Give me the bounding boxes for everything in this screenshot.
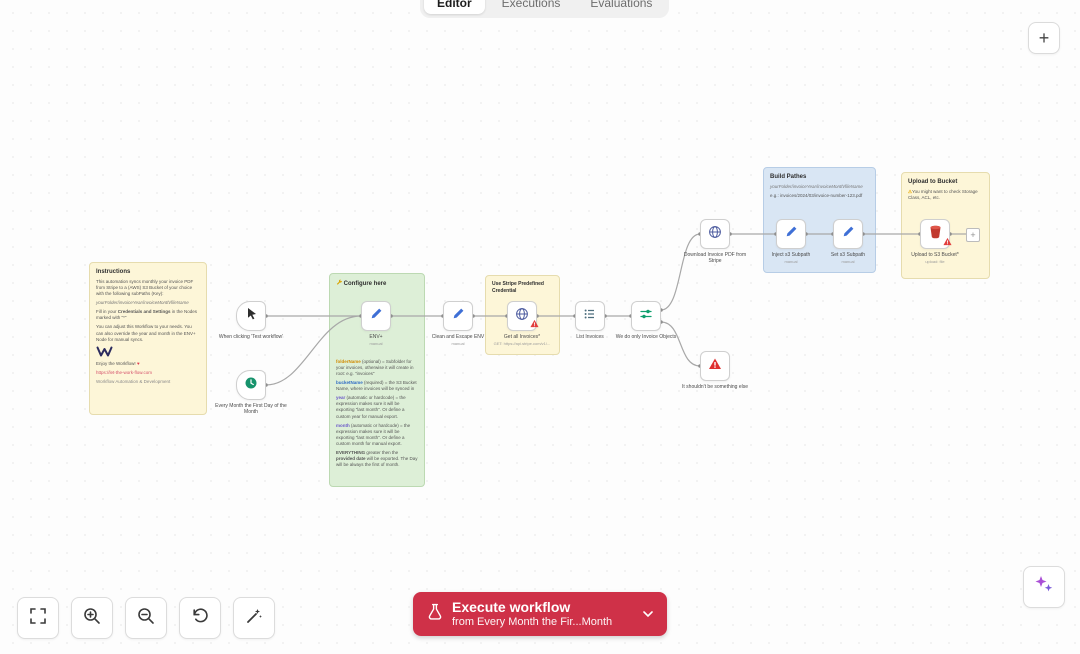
pencil-icon <box>370 307 383 325</box>
configure-notes: folderName (optional) = Subfolder for yo… <box>336 359 418 471</box>
sticky-title: Use Stripe Predefined Credential <box>492 281 544 294</box>
sticky-text: This automation syncs monthly your invoi… <box>96 279 194 297</box>
filter-icon <box>639 307 653 326</box>
warning-icon: ⚠ <box>908 189 913 195</box>
sticky-text: You can adjust this Workflow to your nee… <box>96 324 196 342</box>
execute-workflow-button[interactable]: Execute workflow from Every Month the Fi… <box>413 592 667 636</box>
sticky-text: Fill in your Credentials and Settings in… <box>96 309 198 321</box>
node-stop-and-error[interactable]: It shouldn't be something else <box>682 351 748 390</box>
sticky-text: Enjoy the Workflow! ♥ <box>96 360 140 366</box>
zoom-in-button[interactable] <box>71 597 113 639</box>
sticky-title: Instructions <box>96 269 131 275</box>
sticky-text: Workflow Automation & Development <box>96 378 171 384</box>
undo-rotate-icon <box>191 607 209 630</box>
clock-icon <box>244 376 258 395</box>
execute-subtitle: from Every Month the Fir...Month <box>452 615 613 628</box>
workflow-link[interactable]: https://let-the-work-flow.com <box>96 369 153 375</box>
ai-assistant-button[interactable] <box>1023 566 1065 608</box>
tidy-up-button[interactable] <box>233 597 275 639</box>
reset-zoom-button[interactable] <box>179 597 221 639</box>
lws-logo <box>96 346 200 359</box>
cursor-icon <box>245 307 258 325</box>
sticky-text: e.g.: invoices/2024/03/invoice-number-12… <box>770 193 863 199</box>
list-icon <box>583 307 597 326</box>
sparkles-icon <box>1033 574 1055 601</box>
path-pattern-text: yourFolder/invoiceYear/invoiceMonth/file… <box>770 184 863 190</box>
sticky-title: Configure here <box>336 279 418 288</box>
fit-view-button[interactable] <box>17 597 59 639</box>
sticky-text: year (automatic or hardcode) = the expre… <box>336 395 406 419</box>
zoom-out-icon <box>137 607 155 630</box>
node-env[interactable]: ENV+manual <box>361 301 391 346</box>
zoom-out-button[interactable] <box>125 597 167 639</box>
sticky-title: Build Pathes <box>770 174 807 180</box>
node-schedule-trigger[interactable]: Every Month the First Day of the Month <box>215 370 287 415</box>
s3-bucket-icon <box>929 225 942 244</box>
error-triangle-icon <box>708 357 722 376</box>
pencil-icon <box>452 307 465 325</box>
zoom-in-icon <box>83 607 101 630</box>
fit-view-icon <box>29 607 47 630</box>
heart-icon: ♥ <box>136 360 140 366</box>
warning-badge-icon <box>943 233 952 251</box>
add-node-button[interactable]: + <box>1028 22 1060 54</box>
sticky-text: month (automatic or hardcode) = the expr… <box>336 422 411 446</box>
sticky-text: bucketName (required) = the S3 Bucket Na… <box>336 380 417 392</box>
warning-badge-icon <box>530 315 539 333</box>
add-connected-node-button[interactable]: + <box>966 228 980 242</box>
magic-wand-icon <box>245 607 263 630</box>
pencil-icon <box>842 225 855 243</box>
wrench-icon <box>336 279 342 287</box>
tab-executions[interactable]: Executions <box>501 0 561 10</box>
pencil-icon <box>785 225 798 243</box>
view-tabs: Editor Executions Evaluations <box>420 0 670 18</box>
node-upload-s3-bucket[interactable]: Upload to S3 Bucket*upload: file <box>911 219 959 264</box>
globe-icon <box>515 307 529 326</box>
sticky-text: ⚠You might want to check Storage Class, … <box>908 189 978 201</box>
globe-icon <box>708 225 722 244</box>
sticky-title: Upload to Bucket <box>908 179 958 185</box>
node-filter-invoice-objects[interactable]: We do only Invoice Objects <box>616 301 676 340</box>
node-list-invoices[interactable]: List Invoices <box>575 301 605 340</box>
tab-editor[interactable]: Editor <box>424 0 485 14</box>
path-pattern-text: yourFolder/invoiceYear/invoiceMonth/file… <box>96 300 189 306</box>
node-get-all-invoices[interactable]: Get all Invoices*GET: https://api.stripe… <box>494 301 550 346</box>
sticky-instructions[interactable]: Instructions This automation syncs month… <box>89 262 207 415</box>
execute-labels: Execute workflow from Every Month the Fi… <box>452 599 612 629</box>
node-manual-trigger[interactable]: When clicking 'Test workflow' <box>219 301 283 340</box>
execute-title: Execute workflow <box>452 599 571 615</box>
flask-icon <box>427 603 443 625</box>
sticky-text: folderName (optional) = Subfolder for yo… <box>336 359 414 377</box>
sticky-text: EVERYTHING greater then the provided dat… <box>336 449 418 467</box>
chevron-down-icon[interactable] <box>635 610 653 618</box>
tab-evaluations[interactable]: Evaluations <box>590 0 653 10</box>
sticky-stripe-credential[interactable]: Use Stripe Predefined Credential <box>485 275 560 355</box>
node-download-invoice-pdf[interactable]: Download Invoice PDF from Stripe <box>684 219 746 264</box>
